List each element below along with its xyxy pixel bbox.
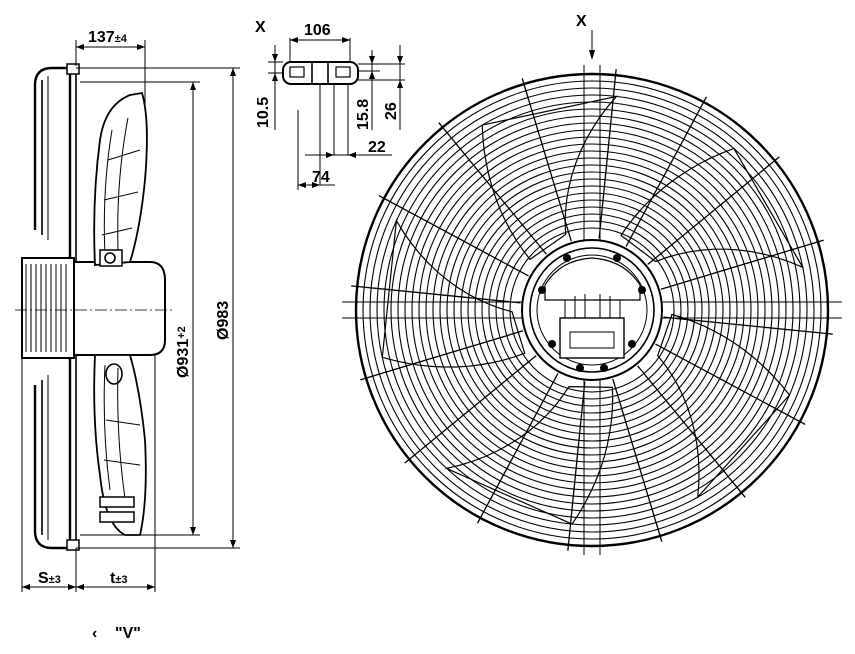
guard-ring	[354, 72, 830, 548]
guard-spokes	[351, 69, 833, 551]
guard-ring	[495, 213, 689, 407]
guard-spoke	[655, 343, 806, 426]
dim-t: t±3	[110, 570, 127, 587]
dim-26: 26	[383, 102, 400, 120]
guard-ring	[369, 87, 815, 533]
fan-blade	[481, 95, 619, 261]
side-view	[15, 40, 240, 592]
label-x-detail: X	[255, 19, 266, 36]
guard-spoke	[612, 378, 663, 542]
guard-spoke	[378, 194, 529, 277]
dim-10-5: 10.5	[255, 97, 272, 128]
dim-137: 137±4	[88, 29, 128, 46]
guard-ring	[488, 206, 696, 414]
fan-blade	[620, 147, 805, 269]
front-view	[342, 30, 842, 555]
fan-blade	[381, 218, 526, 368]
guard-ring	[397, 115, 787, 505]
fan-blades	[381, 95, 805, 525]
label-x-front: X	[576, 13, 587, 30]
dim-22: 22	[368, 139, 386, 156]
guard-spoke	[647, 156, 780, 265]
detail-x	[268, 37, 405, 190]
guard-ring	[425, 143, 759, 477]
guard-ring	[460, 178, 724, 442]
guard-ring	[439, 157, 745, 463]
guard-spoke	[660, 239, 824, 290]
guard-ring	[509, 227, 675, 393]
dim-diameter-983: Ø983	[215, 301, 232, 340]
guard-ring	[432, 150, 752, 470]
guard-ring	[376, 94, 808, 526]
dim-74: 74	[312, 169, 330, 186]
guard-spoke	[404, 355, 537, 464]
view-arrow-icon: ‹	[92, 625, 97, 642]
guard-spoke	[637, 365, 746, 498]
guard-spoke	[625, 96, 708, 247]
dim-diameter-931: Ø931+2	[175, 326, 192, 378]
fan-blade	[444, 385, 614, 525]
guard-ring	[404, 122, 780, 498]
guard-rings	[354, 72, 830, 548]
dim-s: S±3	[38, 570, 61, 587]
guard-ring	[446, 164, 738, 456]
guard-spoke	[476, 373, 559, 524]
guard-ring	[481, 199, 703, 421]
guard-spoke	[351, 285, 521, 304]
dim-106: 106	[304, 22, 331, 39]
rotor-fins	[25, 264, 67, 352]
guard-ring	[502, 220, 682, 400]
guard-ring	[453, 171, 731, 449]
guard-spoke	[360, 330, 524, 381]
guard-spoke	[567, 381, 586, 551]
view-label: "V"	[115, 625, 141, 642]
guard-spoke	[663, 316, 833, 335]
guard-ring	[418, 136, 766, 484]
guard-spoke	[598, 69, 617, 239]
guard-ring	[474, 192, 710, 428]
fan-blade	[657, 313, 791, 499]
guard-ring	[390, 108, 794, 512]
guard-ring	[467, 185, 717, 435]
guard-spoke	[521, 78, 572, 242]
guard-ring	[362, 80, 822, 540]
dim-15-8: 15.8	[355, 99, 372, 130]
